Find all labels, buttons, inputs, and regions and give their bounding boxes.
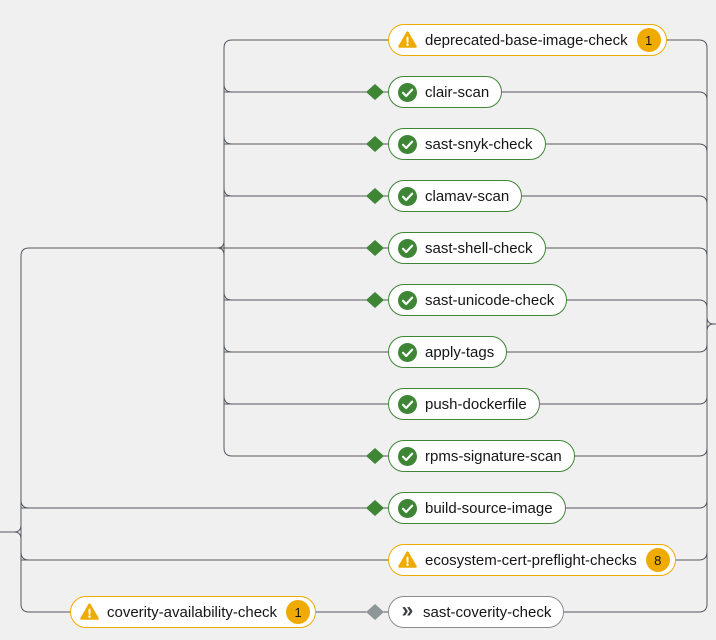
pipeline-edge [216,240,225,249]
pipeline-edge [223,291,233,301]
task-label: rpms-signature-scan [425,447,562,465]
pipeline-edge [698,551,708,561]
task-label: sast-shell-check [425,239,533,257]
check-circle-icon [398,82,417,102]
task-node-clamav-scan[interactable]: clamav-scan [388,180,523,212]
pipeline-edge [698,395,708,405]
warning-count-badge: 1 [636,28,661,52]
check-circle-icon [398,134,417,154]
diamond-when-marker [366,500,384,516]
task-label: build-source-image [425,499,553,517]
pipeline-edge [223,135,233,145]
task-label: push-dockerfile [425,395,527,413]
pipeline-edge [223,83,233,93]
pipeline-edge [223,187,233,197]
diamond-when-marker [366,188,384,204]
diamond-when-marker [366,136,384,152]
check-circle-icon [398,498,417,518]
task-label: sast-unicode-check [425,291,555,309]
diamond-when-marker [366,240,384,256]
pipeline-edge [13,524,22,533]
task-node-sast-shell-check[interactable]: sast-shell-check [388,232,546,264]
pipeline-edge [223,395,233,405]
diamond-when-marker [366,448,384,464]
check-circle-icon [398,342,417,362]
warning-count-badge: 8 [645,548,670,572]
angle-double-right-icon: » [401,599,414,622]
check-circle-icon [398,186,417,206]
pipeline-edge [698,195,708,205]
task-label: deprecated-base-image-check [425,31,628,49]
task-label: clair-scan [425,83,490,101]
task-node-build-source-image[interactable]: build-source-image [388,492,566,524]
pipeline-edge [20,499,30,509]
task-node-sast-unicode-check[interactable]: sast-unicode-check [388,284,568,316]
pipeline-edge [216,247,225,256]
pipeline-edge [698,91,708,101]
check-circle-icon [398,290,417,310]
check-circle-icon [398,238,417,258]
task-node-apply-tags[interactable]: apply-tags [388,336,508,368]
pipeline-edge [706,323,715,332]
diamond-when-marker [366,604,384,620]
task-label: sast-snyk-check [425,135,533,153]
task-node-coverity-availability-check[interactable]: coverity-availability-check 1 [70,596,317,628]
task-node-deprecated-base-image-check[interactable]: deprecated-base-image-check 1 [388,24,667,56]
task-label: clamav-scan [425,187,510,205]
diamond-when-marker [366,292,384,308]
warning-count-badge: 1 [286,600,311,624]
warning-triangle-icon [80,603,99,622]
task-node-sast-snyk-check[interactable]: sast-snyk-check [388,128,546,160]
pipeline-edge [706,316,715,325]
pipeline-edge [698,447,708,457]
pipeline-edge [698,39,708,613]
pipeline-edge [13,531,22,540]
pipeline-edge [698,247,708,257]
task-label: apply-tags [425,343,495,361]
task-node-clair-scan[interactable]: clair-scan [388,76,503,108]
warning-triangle-icon [398,551,417,570]
pipeline-edge [698,143,708,153]
pipeline-edge [223,39,233,457]
task-label: coverity-availability-check [107,603,278,621]
warning-triangle-icon [398,31,417,50]
task-node-push-dockerfile[interactable]: push-dockerfile [388,388,540,420]
pipeline-edge [698,343,708,353]
task-node-ecosystem-cert-preflight-checks[interactable]: ecosystem-cert-preflight-checks 8 [388,544,676,576]
task-label: sast-coverity-check [423,603,552,621]
check-circle-icon [398,446,417,466]
pipeline-edge [20,551,30,561]
task-node-sast-coverity-check[interactable]: » sast-coverity-check [388,596,565,628]
pipeline-edge [223,343,233,353]
task-node-rpms-signature-scan[interactable]: rpms-signature-scan [388,440,575,472]
check-circle-icon [398,394,417,414]
diamond-when-marker [366,84,384,100]
task-label: ecosystem-cert-preflight-checks [425,551,637,569]
pipeline-edge [698,299,708,309]
pipeline-edge [20,247,30,613]
pipeline-edge [698,499,708,509]
